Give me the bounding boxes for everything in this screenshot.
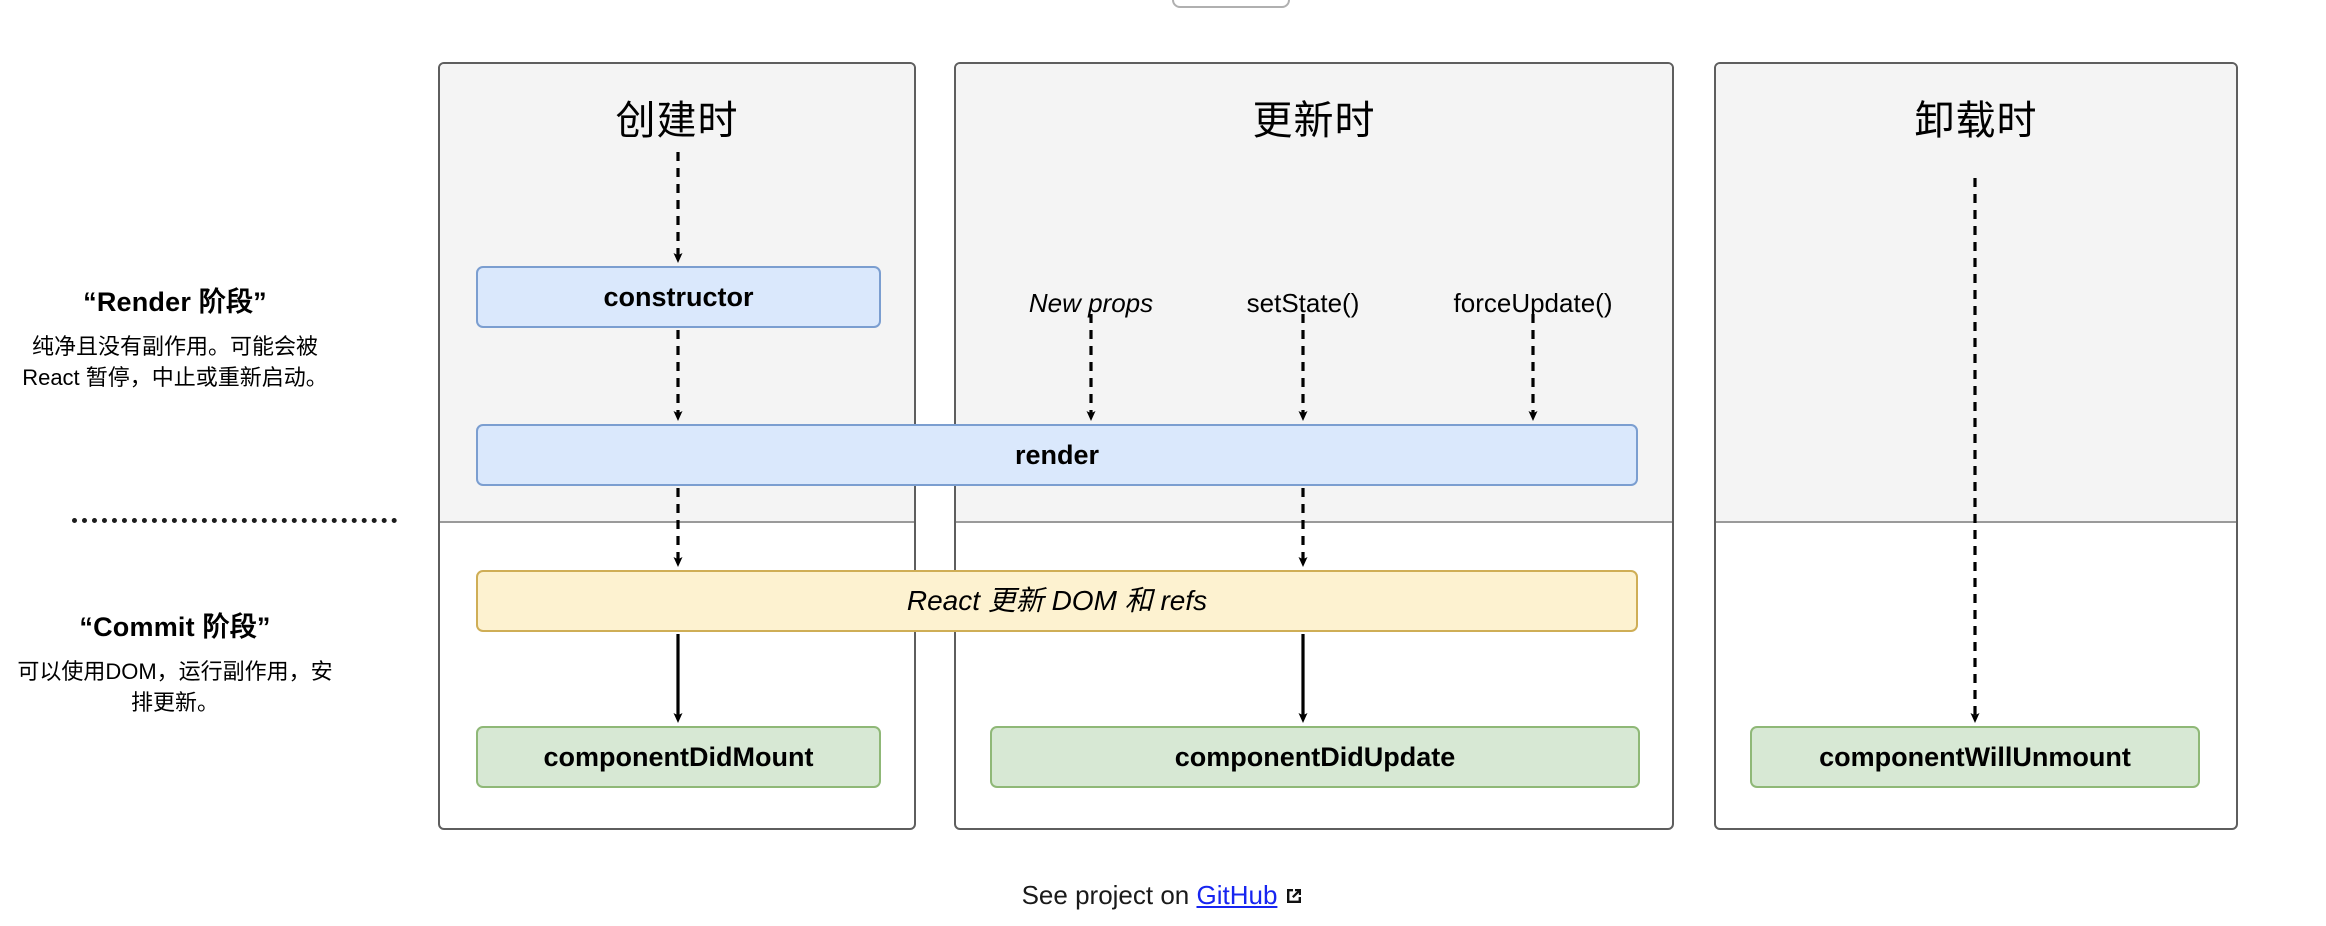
node-component-did-mount[interactable]: componentDidMount — [476, 726, 881, 788]
node-render-label: render — [1014, 439, 1100, 470]
node-react-updates-dom-and-refs[interactable]: React 更新 DOM 和 refs — [476, 570, 1638, 632]
clipped-pill-control[interactable] — [1172, 0, 1290, 8]
node-component-will-unmount-label: componentWillUnmount — [1819, 741, 2131, 772]
node-component-will-unmount[interactable]: componentWillUnmount — [1750, 726, 2200, 788]
trigger-label-force-update: forceUpdate() — [1453, 288, 1613, 318]
node-render[interactable]: render — [476, 424, 1638, 486]
panel-unmounting-title: 卸载时 — [1914, 99, 2038, 143]
node-constructor-label: constructor — [603, 281, 754, 312]
trigger-label-new-props: New props — [1028, 288, 1154, 318]
legend-commit-phase-title: “Commit 阶段” — [79, 612, 271, 642]
node-component-did-mount-label: componentDidMount — [543, 741, 814, 772]
node-react-updates-dom-and-refs-label: React 更新 DOM 和 refs — [906, 585, 1208, 617]
legend-commit-phase-body: 可以使用DOM，运行副作用，安排更新。 — [17, 659, 333, 716]
legend-render-phase-body: 纯净且没有副作用。可能会被 React 暂停，中止或重新启动。 — [22, 334, 328, 391]
panel-mounting-title: 创建时 — [615, 99, 739, 143]
trigger-label-set-state: setState() — [1246, 288, 1360, 318]
node-component-did-update[interactable]: componentDidUpdate — [990, 726, 1640, 788]
footer: See project on GitHub — [0, 880, 2326, 913]
legend-commit-phase: “Commit 阶段” 可以使用DOM，运行副作用，安排更新。 — [10, 605, 340, 718]
github-link[interactable]: GitHub — [1196, 880, 1278, 910]
panel-unmounting: 卸载时 — [1714, 62, 2238, 830]
external-link-icon — [1284, 882, 1304, 913]
legend-render-phase-title: “Render 阶段” — [83, 287, 267, 317]
legend-render-phase: “Render 阶段” 纯净且没有副作用。可能会被 React 暂停，中止或重新… — [10, 280, 340, 393]
panel-updating-title: 更新时 — [1252, 99, 1376, 143]
node-constructor[interactable]: constructor — [476, 266, 881, 328]
footer-prefix-text: See project on — [1021, 880, 1197, 910]
node-component-did-update-label: componentDidUpdate — [1174, 741, 1456, 772]
legend-dotted-divider — [72, 518, 397, 523]
